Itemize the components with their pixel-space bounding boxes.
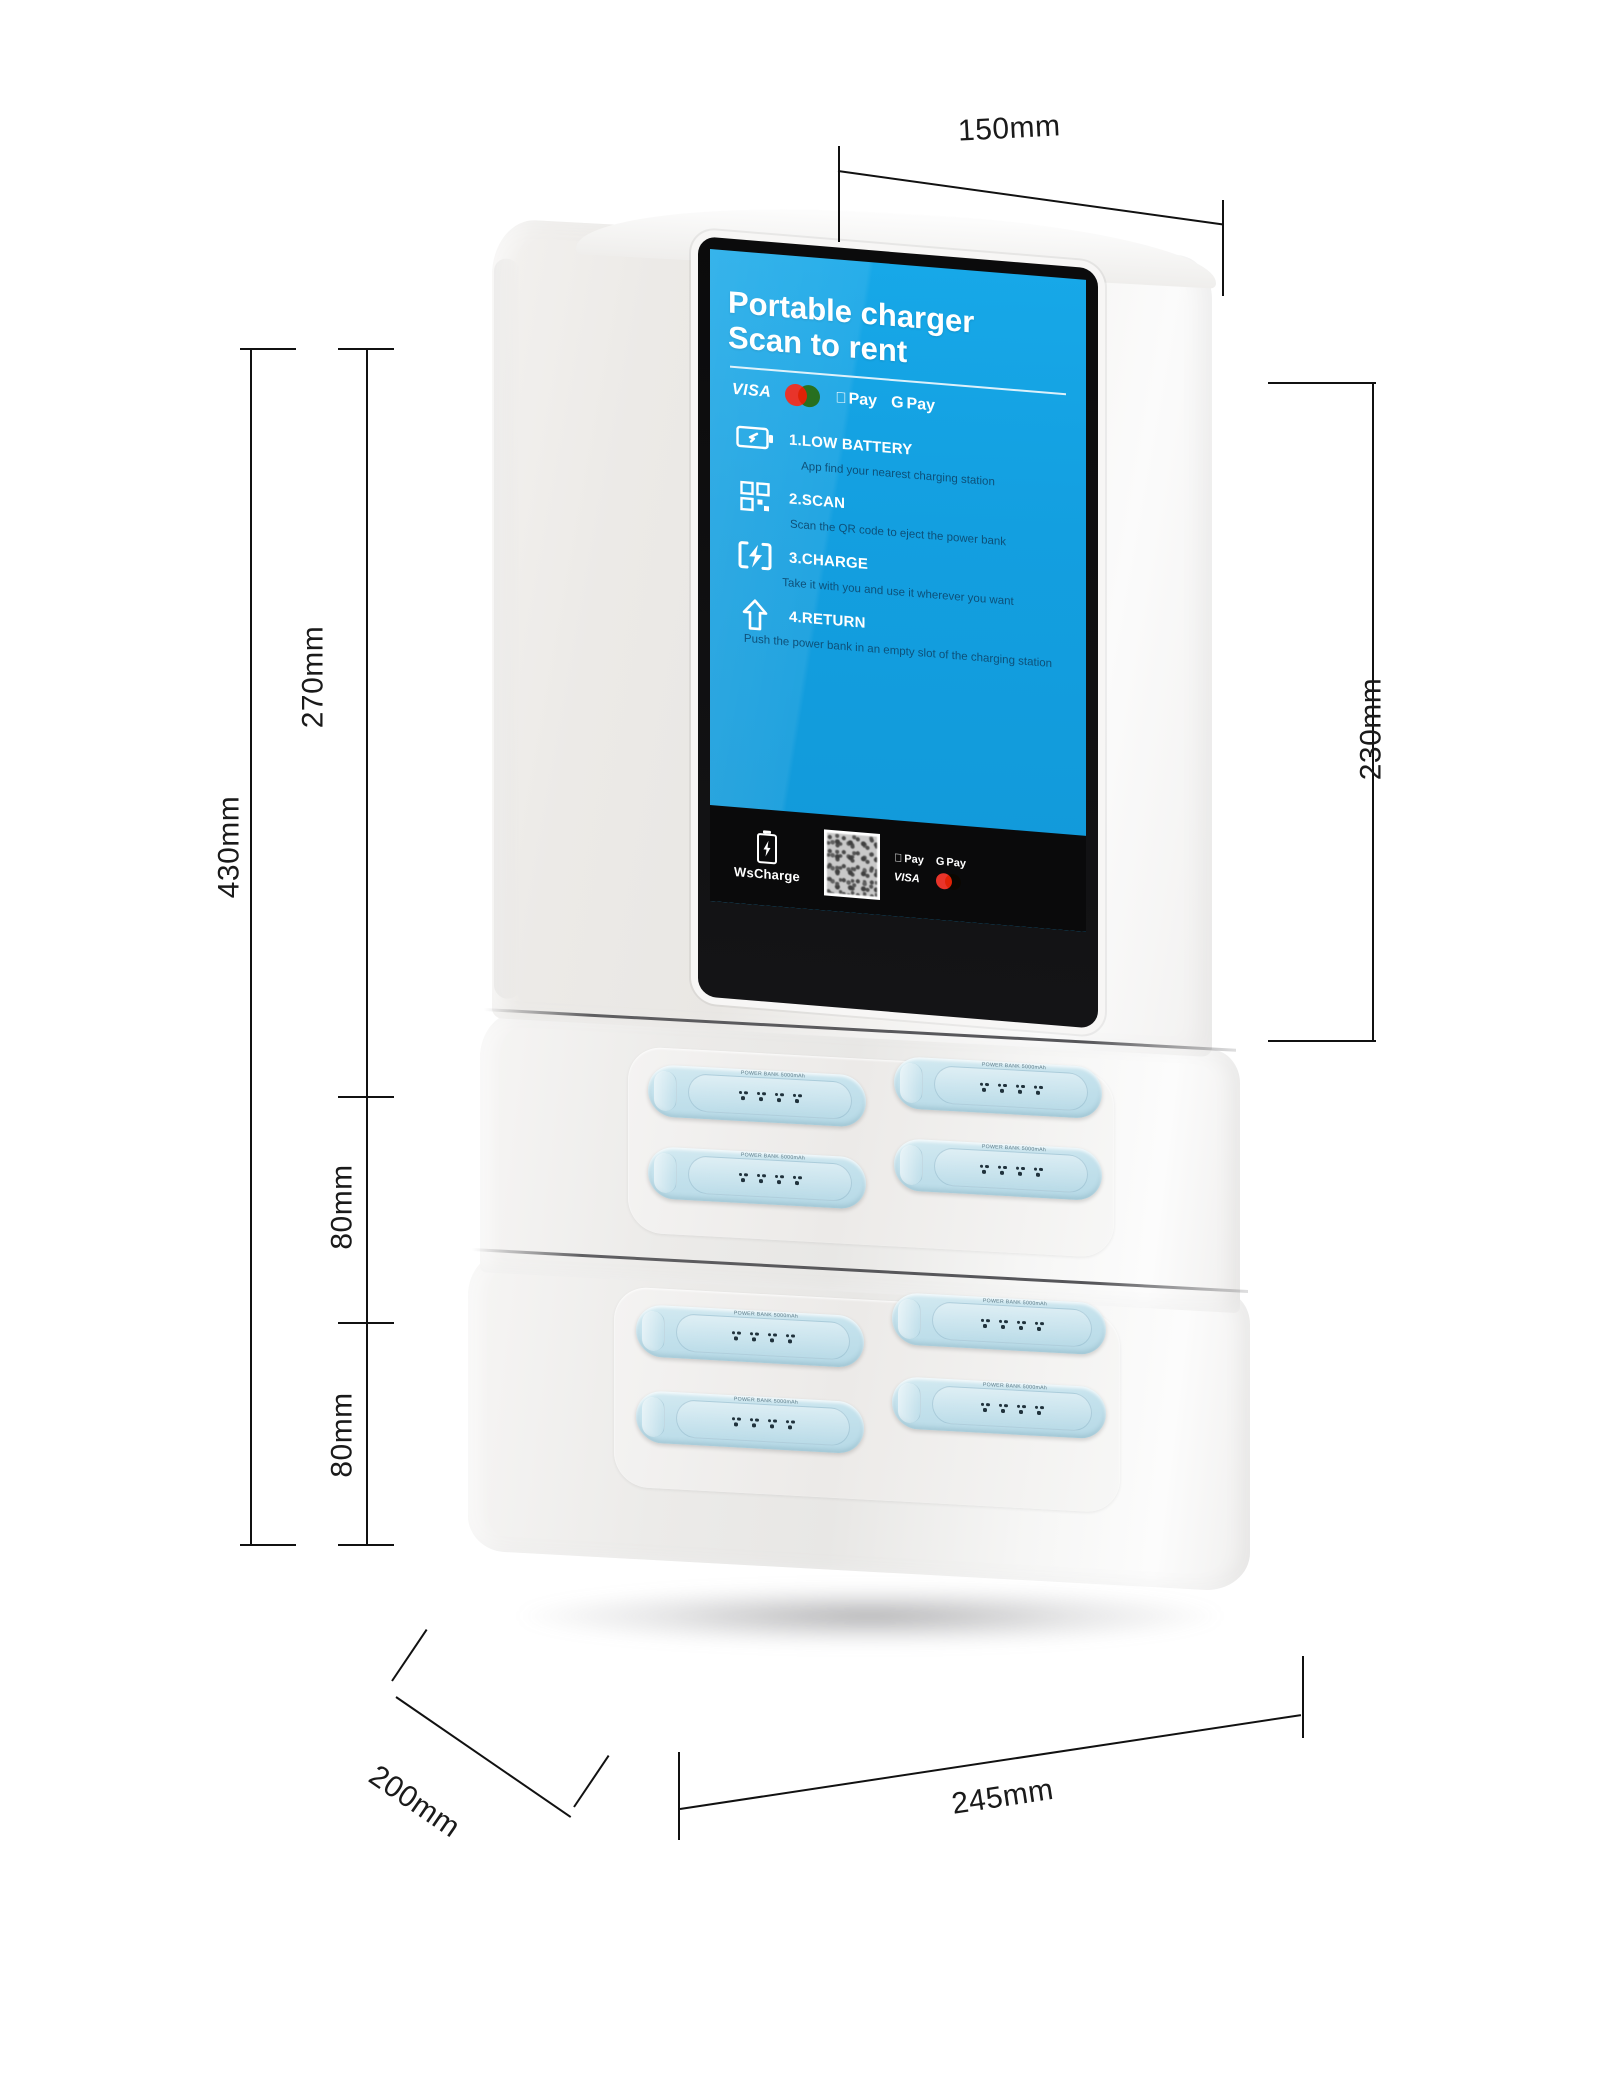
step-scan: 2.SCAN Scan the QR code to eject the pow… [720, 478, 1076, 553]
apple-pay-label: Pay [896, 851, 924, 866]
power-bank-contacts [932, 1301, 1092, 1348]
power-bank-contacts [688, 1155, 852, 1203]
step-label: 2.SCAN [789, 490, 846, 513]
mastercard-logo [785, 382, 821, 408]
apple-pay-logo-small:  Pay [894, 852, 924, 866]
instruction-steps: 1.LOW BATTERY App find your nearest char… [710, 419, 1086, 673]
housing-left-edge [494, 258, 520, 1000]
screen-bottom-bar: WsCharge  Pay G Pay VISA [710, 804, 1086, 932]
step-return: 4.RETURN Push the power bank in an empty… [720, 596, 1076, 671]
display-screen[interactable]: Portable charger Scan to rent VISA  Pay… [710, 248, 1086, 932]
power-bank-contacts [934, 1147, 1088, 1194]
google-g-icon: G [879, 392, 903, 412]
apple-glyph-icon:  [835, 389, 846, 407]
dimension-label-200mm: 200mm [362, 1758, 467, 1845]
power-bank-contacts [934, 1065, 1088, 1112]
power-bank-contacts [676, 1313, 850, 1361]
google-pay-logo-small: G Pay [936, 855, 966, 869]
visa-logo: VISA [732, 380, 772, 401]
brand-block: WsCharge [724, 830, 810, 885]
display-bezel: Portable charger Scan to rent VISA  Pay… [698, 236, 1098, 1029]
power-bank-contacts [676, 1399, 850, 1447]
step-charge: 3.CHARGE Take it with you and use it whe… [720, 537, 1076, 612]
step-label: 4.RETURN [789, 608, 866, 632]
step-low-battery: 1.LOW BATTERY App find your nearest char… [720, 419, 1076, 494]
charging-station-device: Portable charger Scan to rent VISA  Pay… [468, 196, 1280, 1678]
apple-glyph-icon:  [894, 852, 902, 865]
dimension-label-230mm: 230mm [1354, 677, 1388, 781]
dimension-label-80mm-upper: 80mm [325, 1164, 359, 1250]
dimension-label-245mm: 245mm [949, 1772, 1056, 1821]
step-label: 3.CHARGE [789, 549, 869, 574]
visa-logo-small: VISA [894, 870, 920, 885]
dimension-label-80mm-lower: 80mm [325, 1392, 359, 1478]
low-battery-icon [734, 421, 776, 454]
qr-code-image[interactable] [824, 829, 880, 900]
battery-bolt-icon [757, 832, 777, 865]
apple-pay-label: Pay [837, 389, 877, 409]
charge-bolt-icon [734, 539, 776, 572]
brand-name: WsCharge [734, 863, 800, 885]
google-g-icon: G [931, 854, 945, 868]
google-pay-label: Pay [942, 855, 966, 870]
apple-pay-logo:  Pay [835, 389, 877, 410]
bottom-payment-logos:  Pay G Pay VISA [894, 852, 966, 891]
power-bank-contacts [932, 1385, 1092, 1432]
dimension-label-270mm: 270mm [296, 625, 330, 729]
device-shadow [520, 1586, 1220, 1646]
power-bank-contacts [688, 1073, 852, 1121]
qr-code-icon [734, 480, 776, 513]
step-label: 1.LOW BATTERY [789, 431, 913, 459]
mastercard-logo-small [935, 872, 966, 891]
dimension-label-430mm: 430mm [212, 795, 246, 899]
google-pay-label: Pay [895, 393, 935, 414]
up-arrow-icon [734, 598, 776, 631]
google-pay-logo: G Pay [891, 394, 935, 416]
dimension-label-150mm: 150mm [957, 109, 1062, 148]
